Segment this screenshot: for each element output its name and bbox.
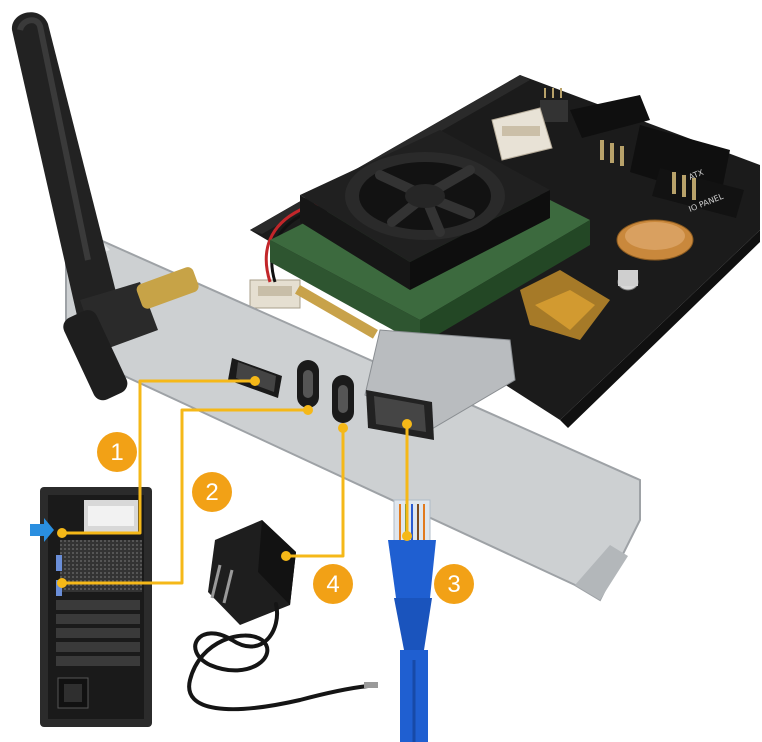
power-adapter-icon: [208, 520, 296, 625]
callout-line-4: [286, 428, 345, 558]
callout-endpoints: [57, 376, 412, 588]
usb-c-port-data: [297, 360, 319, 408]
callout-line-2: [62, 408, 308, 585]
callout-badge-3: 3: [434, 564, 474, 604]
svg-text:2: 2: [205, 479, 218, 506]
svg-text:4: 4: [326, 571, 339, 598]
svg-text:1: 1: [110, 439, 123, 466]
arrow-icon: [30, 518, 54, 542]
pin-header: [540, 88, 568, 122]
ethernet-cable-icon: [388, 499, 436, 742]
usb-c-port-power: [332, 375, 354, 423]
svg-text:3: 3: [447, 571, 460, 598]
callout-badge-4: 4: [313, 564, 353, 604]
pc-tower-icon: [40, 487, 152, 727]
power-connector: [249, 279, 301, 309]
ethernet-port: [364, 329, 516, 440]
fan-connector: [491, 107, 553, 161]
callout-badge-1: 1: [97, 432, 137, 472]
callout-badge-2: 2: [192, 472, 232, 512]
io-panel-header: [570, 95, 744, 218]
callout-line-1: [62, 379, 255, 535]
antenna-icon: [11, 12, 199, 401]
power-cable: [187, 602, 370, 712]
callout-lines: [62, 379, 409, 585]
fan-icon: [300, 130, 550, 290]
